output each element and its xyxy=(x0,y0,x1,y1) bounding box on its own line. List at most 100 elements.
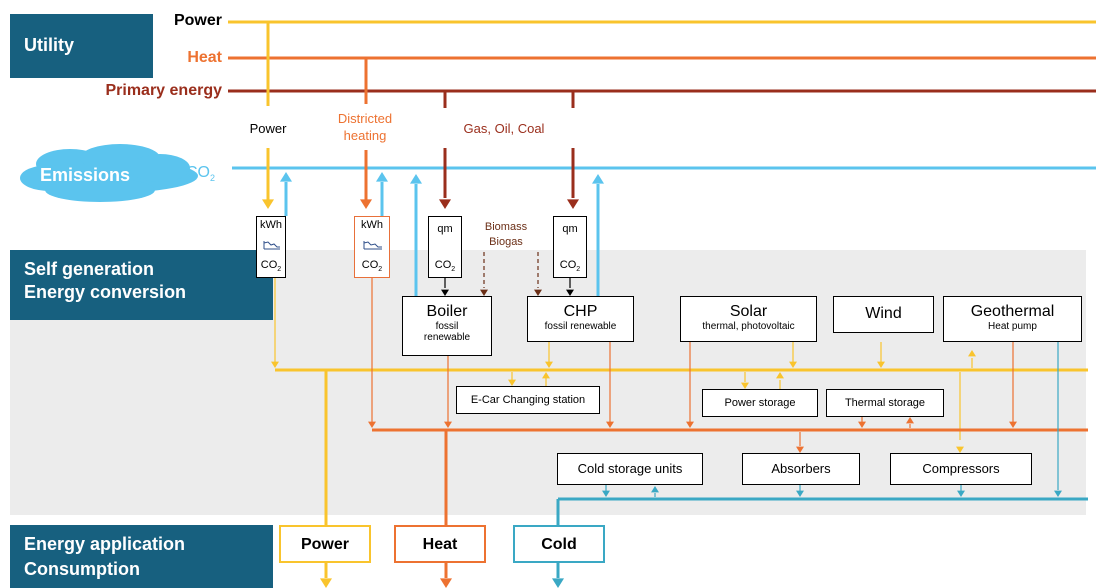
power-app-arrow xyxy=(320,578,332,588)
power-storage-label: Power storage xyxy=(724,397,796,409)
chp-meter-unit: qm xyxy=(562,223,578,235)
chp-heat-arrow xyxy=(606,421,614,428)
boiler-heat-arrow xyxy=(444,421,452,428)
application-section: Energy application Consumption xyxy=(10,525,273,588)
co2-text: CO xyxy=(186,164,210,181)
heat-application-box: Heat xyxy=(394,525,486,563)
solar-power-arrow xyxy=(789,361,797,368)
cold-storage-in-arrow xyxy=(602,490,610,497)
power-meter-co2-sub: 2 xyxy=(277,266,282,273)
power-co2-arrow xyxy=(280,172,292,182)
energy-application-label: Energy application xyxy=(24,534,186,554)
biomass-arrow-boiler xyxy=(480,289,488,296)
power-bus-arrow xyxy=(271,361,279,368)
heat-meter-unit: kWh xyxy=(361,219,383,231)
power-storage-out-arrow xyxy=(776,372,784,379)
cold-storage-label: Cold storage units xyxy=(577,461,683,476)
boiler-sub2: renewable xyxy=(423,332,471,343)
power-storage-box: Power storage xyxy=(702,389,818,417)
heat-meter: kWh CO2 xyxy=(354,216,390,278)
geothermal-title: Geothermal xyxy=(970,303,1055,320)
power-application-box: Power xyxy=(279,525,371,563)
geothermal-box: Geothermal Heat pump xyxy=(943,296,1082,342)
cold-application-box: Cold xyxy=(513,525,605,563)
chp-meter: qm CO2 xyxy=(553,216,587,278)
boiler-sub1: fossil xyxy=(435,321,459,332)
boiler-box: Boiler fossil renewable xyxy=(402,296,492,356)
cold-storage-box: Cold storage units xyxy=(557,453,703,485)
compressors-box: Compressors xyxy=(890,453,1032,485)
cold-app-arrow xyxy=(552,578,564,588)
geothermal-heat-arrow xyxy=(1009,421,1017,428)
absorbers-label: Absorbers xyxy=(771,461,831,476)
geothermal-cold-arrow xyxy=(1054,490,1062,497)
emissions-label: Emissions xyxy=(40,165,131,185)
fuels-label: Gas, Oil, Coal xyxy=(463,121,545,136)
co2-subscript: 2 xyxy=(210,173,216,184)
load-curve-icon xyxy=(363,241,382,250)
thermal-storage-out-arrow xyxy=(906,417,914,424)
boiler-title: Boiler xyxy=(426,303,468,320)
heat-feed-arrow xyxy=(360,199,372,209)
ecar-in-arrow xyxy=(508,379,516,386)
biomass-label: Biomass xyxy=(484,221,528,233)
chp-power-arrow xyxy=(545,361,553,368)
heat-meter-co2-text: CO xyxy=(361,258,379,271)
boiler-meter-co2: CO2 xyxy=(429,259,461,273)
solar-sub1: thermal, photovoltaic xyxy=(702,321,795,332)
thermal-storage-box: Thermal storage xyxy=(826,389,944,417)
power-input-label: Power xyxy=(249,121,287,136)
ecar-station-box: E-Car Changing station xyxy=(456,386,600,414)
geothermal-power-arrow xyxy=(968,350,976,357)
wind-power-arrow xyxy=(877,361,885,368)
heat-bus-arrow xyxy=(368,421,376,428)
power-rail-label: Power xyxy=(173,12,222,29)
power-feed-arrow xyxy=(262,199,274,209)
ecar-out-arrow xyxy=(542,372,550,379)
heat-meter-co2: CO2 xyxy=(355,259,389,273)
chp-box: CHP fossil renewable xyxy=(527,296,634,342)
utility-label: Utility xyxy=(24,35,75,55)
chp-co2-arrow xyxy=(592,174,604,184)
chp-meter-arrow xyxy=(566,289,574,296)
power-meter-unit: kWh xyxy=(260,219,282,231)
solar-title: Solar xyxy=(729,303,768,320)
absorber-cold-arrow xyxy=(796,490,804,497)
chp-meter-co2-text: CO xyxy=(559,258,577,271)
heat-application-label: Heat xyxy=(422,536,458,553)
boiler-co2-arrow xyxy=(410,174,422,184)
thermal-storage-label: Thermal storage xyxy=(844,397,926,409)
primary-energy-rail-label: Primary energy xyxy=(105,82,222,99)
boiler-meter-unit: qm xyxy=(437,223,453,235)
chp-title: CHP xyxy=(563,303,598,320)
absorber-heat-arrow xyxy=(796,446,804,453)
compressors-label: Compressors xyxy=(922,461,1000,476)
compressor-cold-arrow xyxy=(957,490,965,497)
power-application-label: Power xyxy=(300,536,349,553)
district-heating-label-2: heating xyxy=(343,128,387,143)
geothermal-sub1: Heat pump xyxy=(988,321,1037,332)
consumption-label: Consumption xyxy=(24,559,140,579)
chp-meter-co2: CO2 xyxy=(554,259,586,273)
biomass-arrow-chp xyxy=(534,289,542,296)
ecar-station-label: E-Car Changing station xyxy=(470,394,586,406)
heat-app-arrow xyxy=(440,578,452,588)
primary-feed-boiler-arrow xyxy=(439,199,451,209)
power-storage-in-arrow xyxy=(741,382,749,389)
self-generation-label: Self generation xyxy=(24,259,155,279)
boiler-meter-co2-sub: 2 xyxy=(451,266,456,273)
absorbers-box: Absorbers xyxy=(742,453,860,485)
power-meter-co2-text: CO xyxy=(260,258,278,271)
boiler-meter-arrow xyxy=(441,289,449,296)
co2-rail-label: CO2 xyxy=(186,164,216,183)
heat-rail-label: Heat xyxy=(187,49,222,66)
compressor-power-arrow xyxy=(956,446,964,453)
boiler-meter: qm CO2 xyxy=(428,216,462,278)
cold-storage-out-arrow xyxy=(651,486,659,493)
energy-conversion-label: Energy conversion xyxy=(24,282,187,302)
power-meter-co2: CO2 xyxy=(257,259,285,273)
district-heating-label-1: Districted xyxy=(337,111,393,126)
self-generation-section: Self generation Energy conversion xyxy=(10,250,273,320)
